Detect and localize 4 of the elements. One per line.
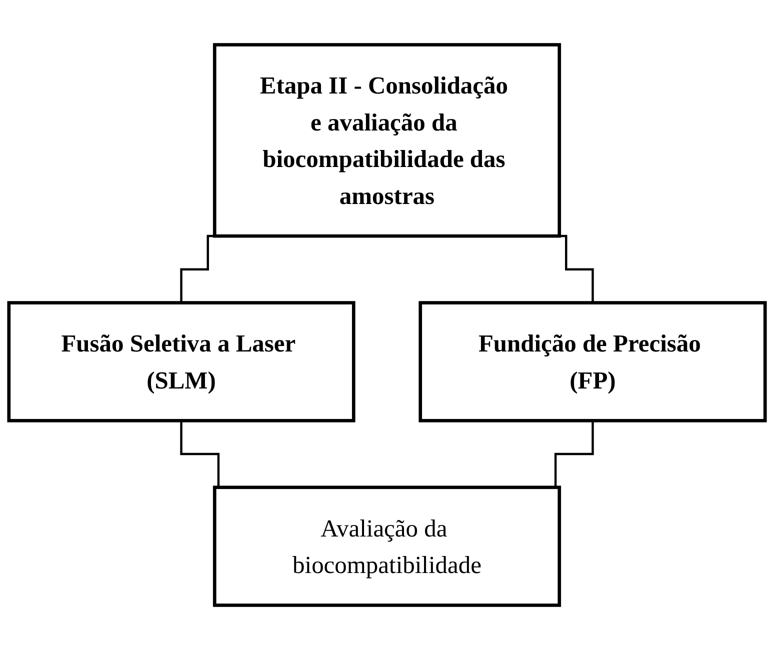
node-box: Etapa II - Consolidação e avaliação da biocompatibilidade das amostras	[212, 43, 562, 238]
node-box: Fundição de Precisão (FP)	[418, 301, 767, 422]
node-box: Fusão Seletiva a Laser (SLM)	[7, 301, 356, 422]
node-box: Avaliação da biocompatibilidade	[212, 486, 562, 607]
